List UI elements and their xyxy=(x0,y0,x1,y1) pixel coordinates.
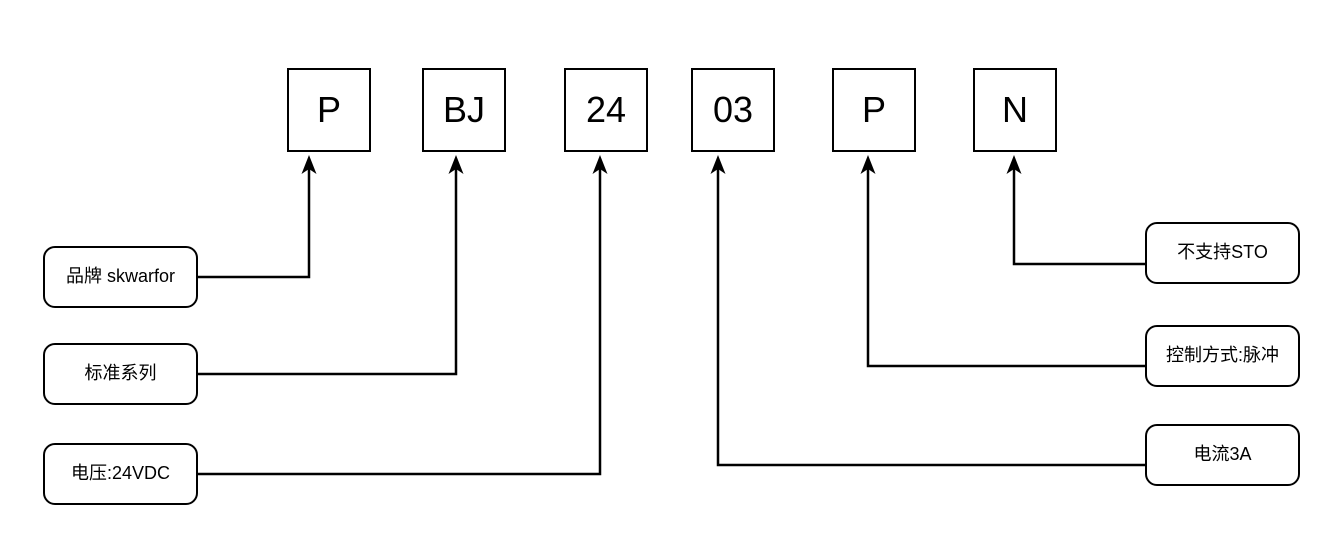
code-box-current: 03 xyxy=(691,68,775,152)
callout-voltage: 电压:24VDC xyxy=(43,443,198,505)
code-box-voltage: 24 xyxy=(564,68,648,152)
callout-current: 电流3A xyxy=(1145,424,1300,486)
callout-control-mode: 控制方式:脉冲 xyxy=(1145,325,1300,387)
connector-brand-line xyxy=(198,166,311,279)
arrow-up-icon xyxy=(592,155,608,174)
connector-series-line xyxy=(198,166,458,376)
arrow-up-icon xyxy=(710,155,726,174)
connector-sto-line xyxy=(1012,166,1145,266)
code-box-brand: P xyxy=(287,68,371,152)
arrow-up-icon xyxy=(448,155,464,174)
code-box-control-mode: P xyxy=(832,68,916,152)
callout-sto: 不支持STO xyxy=(1145,222,1300,284)
arrow-up-icon xyxy=(860,155,876,174)
connector-control-mode-line xyxy=(866,166,1145,368)
code-box-series: BJ xyxy=(422,68,506,152)
arrow-up-icon xyxy=(1006,155,1022,174)
connector-current-line xyxy=(716,166,1145,467)
callout-brand: 品牌 skwarfor xyxy=(43,246,198,308)
arrow-up-icon xyxy=(301,155,317,174)
code-box-sto: N xyxy=(973,68,1057,152)
callout-series: 标准系列 xyxy=(43,343,198,405)
connector-voltage-line xyxy=(198,166,602,476)
